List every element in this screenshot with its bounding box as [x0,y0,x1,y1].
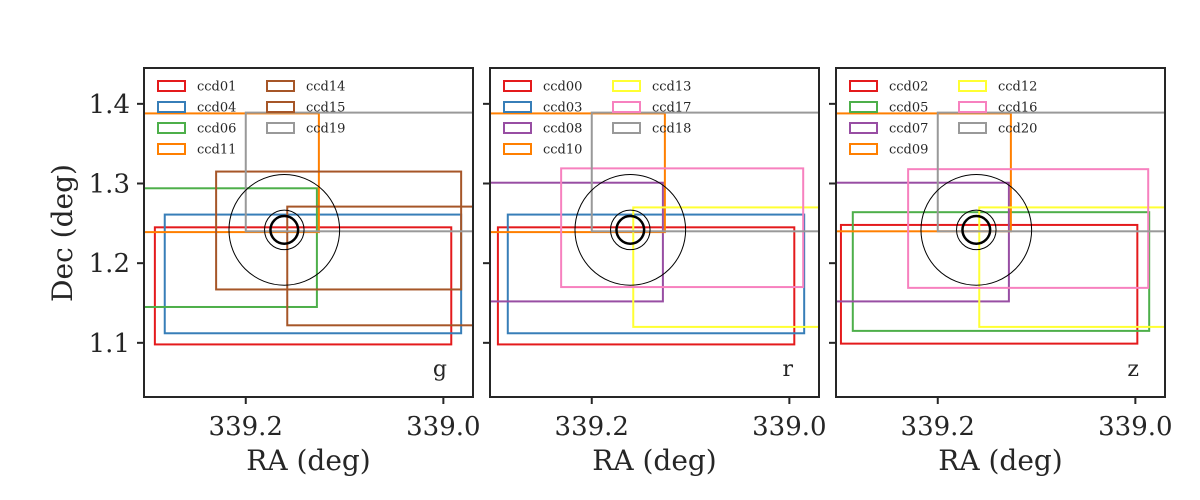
legend-swatch-ccd04 [157,101,186,113]
legend-swatch-ccd09 [849,143,878,155]
ccd-footprint-ccd07 [836,181,1010,303]
plot-area [836,111,1165,345]
legend-label-ccd20: ccd20 [998,122,1037,137]
ccd-footprint-ccd11 [144,112,320,234]
x-tick-label: 339.2 [555,412,629,442]
y-tick-label: 1.1 [89,329,130,359]
legend-swatch-ccd19 [266,122,295,134]
legend-swatch-ccd13 [612,80,641,92]
band-label: r [782,357,793,382]
legend-label-ccd04: ccd04 [197,101,236,116]
band-label: z [1127,357,1139,382]
ccd-footprint-ccd08 [490,181,664,303]
legend-swatch-ccd07 [849,122,878,134]
target-circle [264,209,305,251]
axes-frame [835,67,1166,398]
legend-label-ccd06: ccd06 [197,122,236,137]
plot-area [144,111,473,346]
x-tick-label: 339.2 [209,412,283,442]
axes-frame [489,67,820,398]
ccd-footprint-ccd13 [632,206,819,328]
legend: ccd02 ccd05 ccd07 ccd09 ccd12 ccd16 ccd20 [849,80,1037,158]
ccd-footprint-ccd00 [496,226,796,346]
legend-swatch-ccd00 [503,80,532,92]
legend-swatch-ccd02 [849,80,878,92]
ccd-footprint-ccd05 [851,211,1151,332]
target-circle [956,209,997,251]
legend-label-ccd18: ccd18 [652,122,691,137]
legend-swatch-ccd03 [503,101,532,113]
legend-label-ccd12: ccd12 [998,80,1037,95]
legend-label-ccd01: ccd01 [197,80,236,95]
ccd-footprint-ccd16 [907,168,1150,289]
legend-swatch-ccd11 [157,143,186,155]
legend-label-ccd16: ccd16 [998,101,1037,116]
legend-swatch-ccd20 [958,122,987,134]
legend-swatch-ccd05 [849,101,878,113]
target-circle [920,174,1033,286]
legend-label-ccd02: ccd02 [889,80,928,95]
legend-swatch-ccd16 [958,101,987,113]
ccd-footprint-ccd19 [244,111,473,233]
legend-label-ccd14: ccd14 [306,80,345,95]
legend: ccd00 ccd03 ccd08 ccd10 ccd13 ccd17 ccd18 [503,80,691,158]
target-circle [269,214,300,245]
y-tick-label: 1.4 [89,90,130,120]
legend-label-ccd13: ccd13 [652,80,691,95]
legend-label-ccd17: ccd17 [652,101,691,116]
plot-area [490,111,819,346]
target-circle [615,214,646,245]
ccd-footprint-ccd18 [590,111,819,233]
legend-swatch-ccd10 [503,143,532,155]
legend-label-ccd15: ccd15 [306,101,345,116]
x-axis-label: RA (deg) [938,444,1062,477]
ccd-footprint-ccd20 [936,111,1165,233]
band-label: g [433,357,447,382]
x-tick-label: 339.2 [901,412,975,442]
target-circle [610,209,651,251]
legend-label-ccd09: ccd09 [889,143,928,158]
legend-swatch-ccd15 [266,101,295,113]
legend-swatch-ccd12 [958,80,987,92]
ccd-footprint-ccd09 [836,112,1012,233]
x-tick-label: 339.0 [752,412,826,442]
legend-label-ccd10: ccd10 [543,143,582,158]
legend-label-ccd03: ccd03 [543,101,582,116]
legend-swatch-ccd01 [157,80,186,92]
axes-frame [143,67,474,398]
ccd-footprint-ccd10 [490,112,666,234]
y-tick-label: 1.2 [89,249,130,279]
legend-label-ccd11: ccd11 [197,143,236,158]
ccd-footprint-ccd02 [839,223,1139,345]
legend-swatch-ccd08 [503,122,532,134]
x-axis-label: RA (deg) [592,444,716,477]
legend-label-ccd05: ccd05 [889,101,928,116]
x-tick-label: 339.0 [406,412,480,442]
legend-swatch-ccd17 [612,101,641,113]
legend-swatch-ccd18 [612,122,641,134]
legend: ccd01 ccd04 ccd06 ccd11 ccd14 ccd15 ccd19 [157,80,345,158]
y-tick-label: 1.3 [89,170,130,200]
x-axis-label: RA (deg) [246,444,370,477]
legend-label-ccd07: ccd07 [889,122,928,137]
legend-swatch-ccd06 [157,122,186,134]
ccd-footprint-ccd15 [286,205,473,327]
ccd-footprint-ccd06 [144,187,318,308]
target-circle [574,174,687,286]
legend-label-ccd00: ccd00 [543,80,582,95]
ccd-footprint-ccd17 [560,167,805,289]
ccd-footprint-ccd01 [153,226,453,346]
target-circle [228,174,341,286]
legend-swatch-ccd14 [266,80,295,92]
y-axis-label: Dec (deg) [46,164,79,302]
legend-label-ccd08: ccd08 [543,122,582,137]
x-tick-label: 339.0 [1098,412,1172,442]
target-circle [961,214,992,245]
legend-label-ccd19: ccd19 [306,122,345,137]
